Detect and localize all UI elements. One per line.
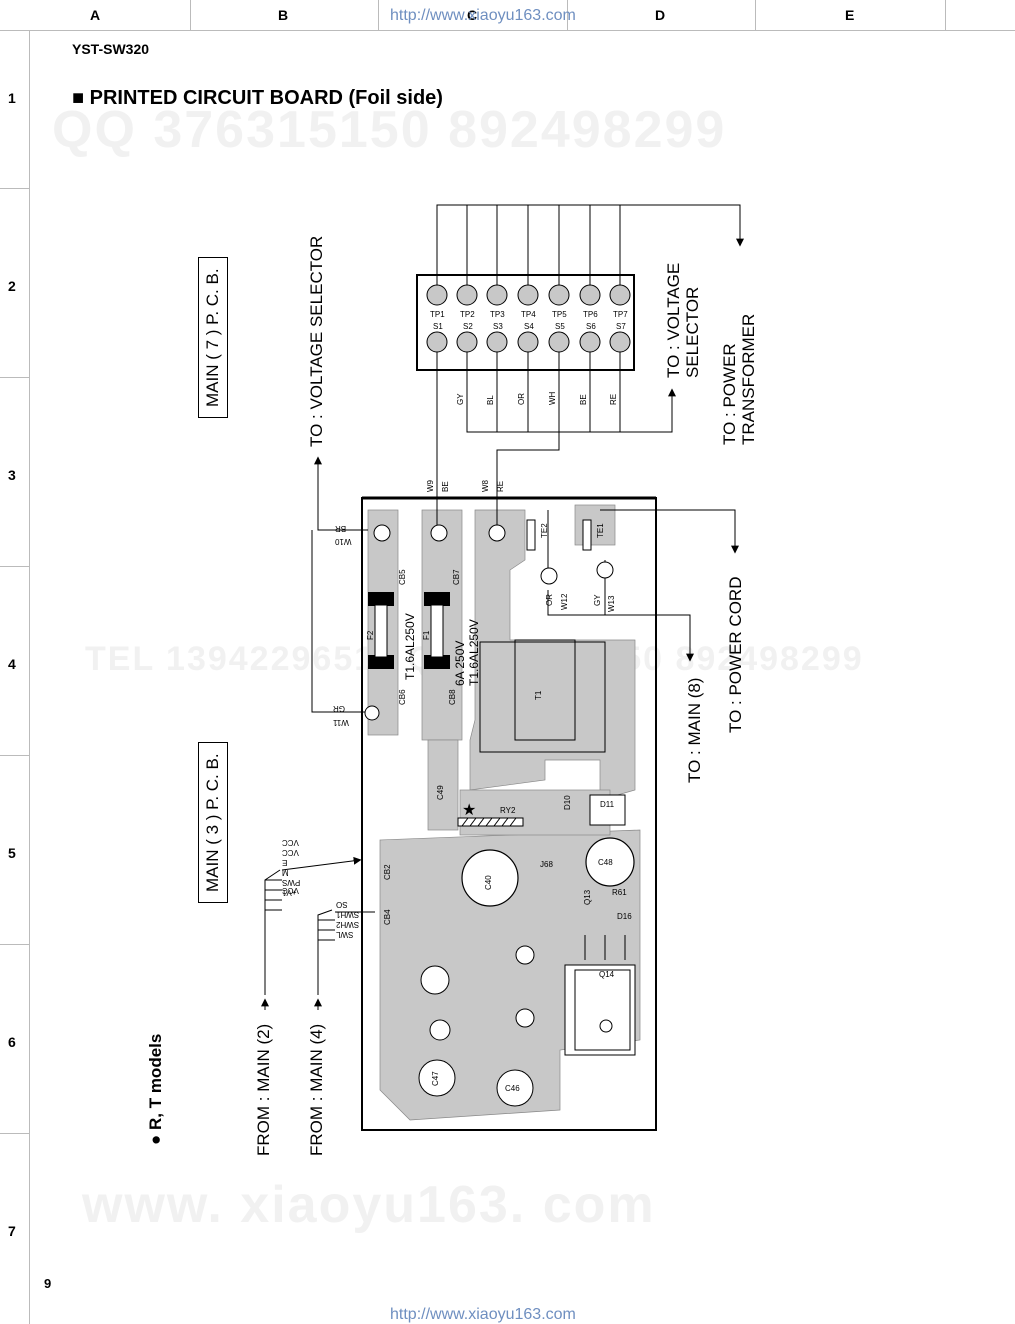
capacitor-c48	[585, 837, 635, 887]
label-te1: TE1	[596, 523, 605, 538]
label-w10: W10	[335, 537, 352, 546]
label-d11: D11	[600, 800, 615, 809]
row-divider	[0, 944, 29, 945]
col-divider	[190, 0, 191, 30]
label-w13-color: GY	[593, 594, 602, 606]
capacitor-c44	[420, 965, 450, 995]
label-w8-color: RE	[496, 480, 505, 492]
label-c40: C40	[484, 875, 493, 890]
watermark-tel: TEL 13942296513 QQ 376315150 892498299	[85, 640, 864, 678]
page-number: 9	[44, 1276, 52, 1291]
wire-re: RE	[609, 393, 618, 405]
row-2: 2	[8, 278, 16, 294]
column-e: E	[845, 7, 855, 23]
label-c46: C46	[505, 1084, 520, 1093]
label-fuse2-rating: 6A 250V T1.6AL250V	[453, 619, 481, 686]
row-5: 5	[8, 845, 16, 861]
label-w11: W11	[333, 718, 349, 727]
column-d: D	[655, 7, 666, 23]
terminals-top	[426, 284, 631, 306]
label-fuse1-rating: T1.6AL250V	[403, 613, 417, 680]
terminal-te2	[526, 519, 536, 551]
svg-text:★: ★	[462, 800, 476, 819]
label-te2: TE2	[540, 523, 549, 538]
column-a: A	[90, 7, 101, 23]
transistor-q14	[564, 964, 636, 1056]
label-ry2: RY2	[500, 806, 516, 815]
row-divider	[0, 1133, 29, 1134]
label-w12-color: OR	[545, 594, 554, 606]
relay-ry2	[457, 817, 524, 827]
col-divider	[378, 0, 379, 30]
label-w13: W13	[607, 595, 616, 612]
label-w9: W9	[426, 480, 435, 492]
column-header: A B C D E	[0, 0, 1015, 31]
label-cb7: CB7	[452, 569, 461, 585]
transformer-t1	[479, 641, 606, 753]
label-w11-color: GR	[333, 704, 345, 713]
label-f1: F1	[422, 630, 431, 640]
capacitor-c46	[496, 1069, 534, 1107]
label-d16: D16	[617, 912, 632, 921]
label-q14: Q14	[599, 970, 615, 979]
wire-or: OR	[517, 393, 526, 405]
page-title: ■ PRINTED CIRCUIT BOARD (Foil side)	[72, 87, 443, 109]
col-divider	[945, 0, 946, 30]
column-b: B	[278, 7, 289, 23]
wire-be: BE	[579, 394, 588, 405]
wire-wh: WH	[548, 391, 557, 405]
wire-gy: GY	[456, 393, 465, 405]
label-c48: C48	[598, 858, 613, 867]
row-divider	[0, 755, 29, 756]
capacitor-c47	[418, 1059, 456, 1097]
row-divider	[0, 188, 29, 189]
col-divider	[755, 0, 756, 30]
label-cb2: CB2	[383, 864, 392, 880]
watermark-qq: QQ 376315150 892498299	[52, 101, 727, 159]
label-f2: F2	[366, 630, 375, 640]
label-j68: J68	[540, 860, 553, 869]
row-divider	[0, 377, 29, 378]
row-6: 6	[8, 1034, 16, 1050]
wire-connectors	[364, 524, 614, 721]
label-c49: C49	[436, 785, 445, 800]
label-c47: C47	[431, 1071, 440, 1086]
label-q13: Q13	[583, 889, 592, 905]
row-sidebar: 1 2 3 4 5 6 7	[0, 30, 30, 1324]
watermark-site: www. xiaoyu163. com	[82, 1176, 656, 1234]
terminal-te1	[582, 519, 592, 551]
label-cb4: CB4	[383, 909, 392, 925]
model-name: YST-SW320	[72, 41, 150, 57]
row-3: 3	[8, 467, 16, 483]
row-divider	[0, 566, 29, 567]
diode-d11	[589, 794, 626, 826]
wire-bl: BL	[486, 395, 495, 405]
column-c: C	[467, 7, 478, 23]
label-cb8: CB8	[448, 689, 457, 705]
url-top[interactable]: http://www.xiaoyu163.com	[390, 7, 576, 24]
label-w8: W8	[481, 480, 490, 492]
label-d10: D10	[563, 795, 572, 810]
row-1: 1	[8, 90, 16, 106]
url-bottom[interactable]: http://www.xiaoyu163.com	[390, 1306, 576, 1323]
label-r61: R61	[612, 888, 627, 897]
label-cb5: CB5	[398, 569, 407, 585]
label-w12: W12	[560, 593, 569, 610]
label-w10-color: BR	[335, 524, 347, 533]
col-divider	[567, 0, 568, 30]
capacitor-c40	[461, 849, 519, 907]
row-7: 7	[8, 1223, 16, 1239]
label-cb6: CB6	[398, 689, 407, 705]
row-4: 4	[8, 656, 16, 672]
label-t1: T1	[534, 690, 543, 700]
fuse-holders	[368, 592, 450, 669]
label-w9-color: BE	[441, 481, 450, 492]
